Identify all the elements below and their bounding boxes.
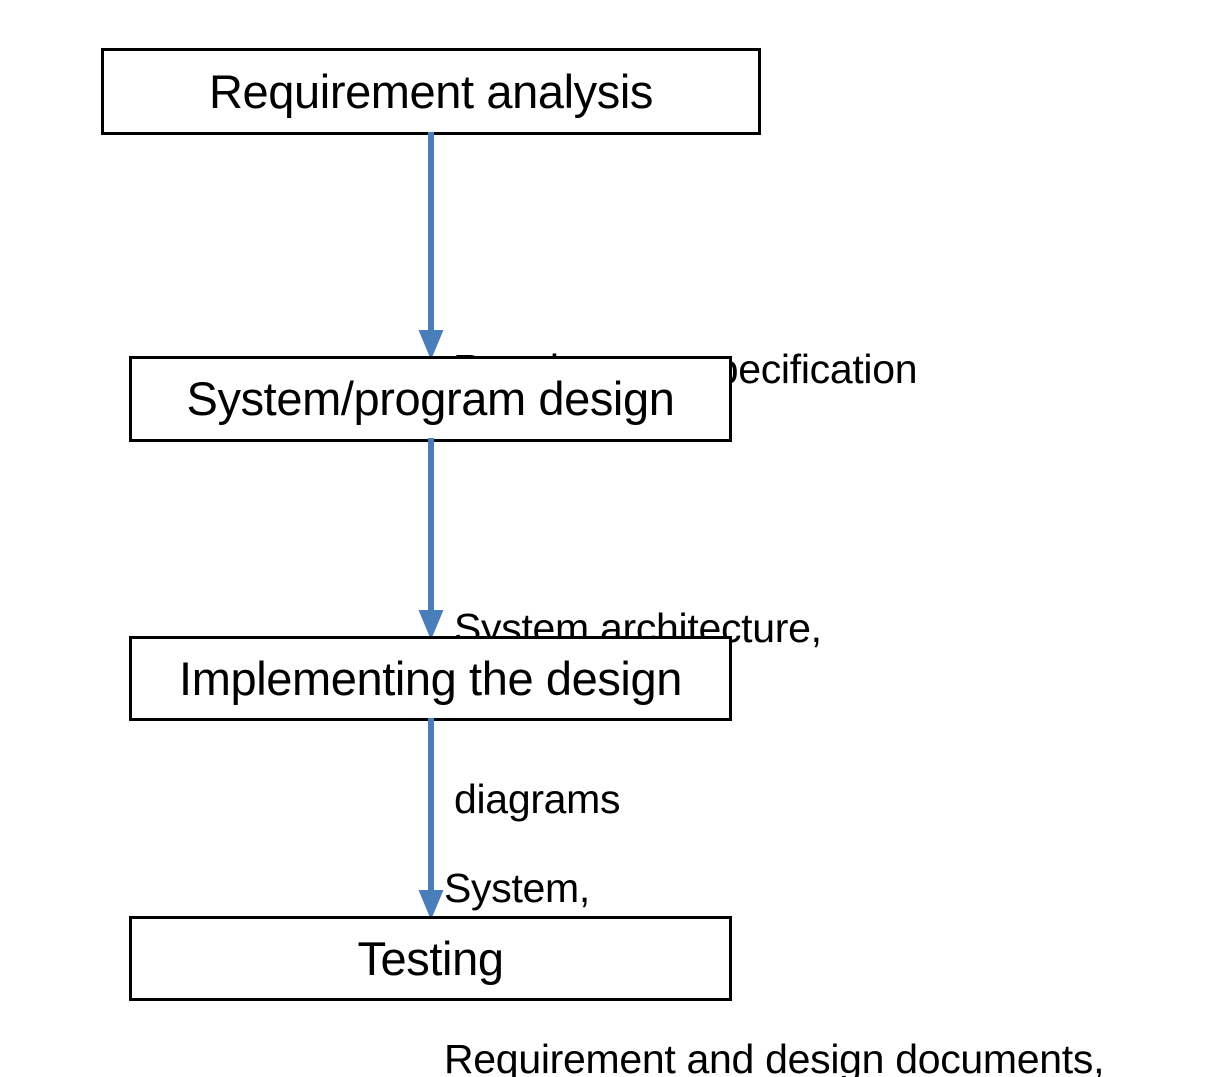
arrow-requirement-analysis-to-system-program-design (418, 132, 444, 360)
edge-label-line: System, (444, 865, 590, 911)
edge-label-line: Requirement and design documents, (444, 1036, 1105, 1077)
node-label-implementing-the-design: Implementing the design (179, 651, 682, 705)
node-requirement-analysis[interactable]: Requirement analysis (101, 48, 761, 135)
arrow-implementing-design-to-testing (418, 718, 444, 920)
node-label-testing: Testing (357, 931, 504, 985)
edge-label-line: diagrams (454, 776, 621, 822)
node-system-program-design[interactable]: System/program design (129, 356, 732, 442)
node-label-requirement-analysis: Requirement analysis (209, 64, 653, 118)
node-testing[interactable]: Testing (129, 916, 732, 1001)
arrow-system-program-design-to-implementing-design (418, 438, 444, 640)
node-implementing-the-design[interactable]: Implementing the design (129, 636, 732, 721)
edge-label-system-requirement-design-documents-test-cases: System, Requirement and design documents… (444, 746, 1104, 1077)
node-label-system-program-design: System/program design (186, 372, 675, 426)
